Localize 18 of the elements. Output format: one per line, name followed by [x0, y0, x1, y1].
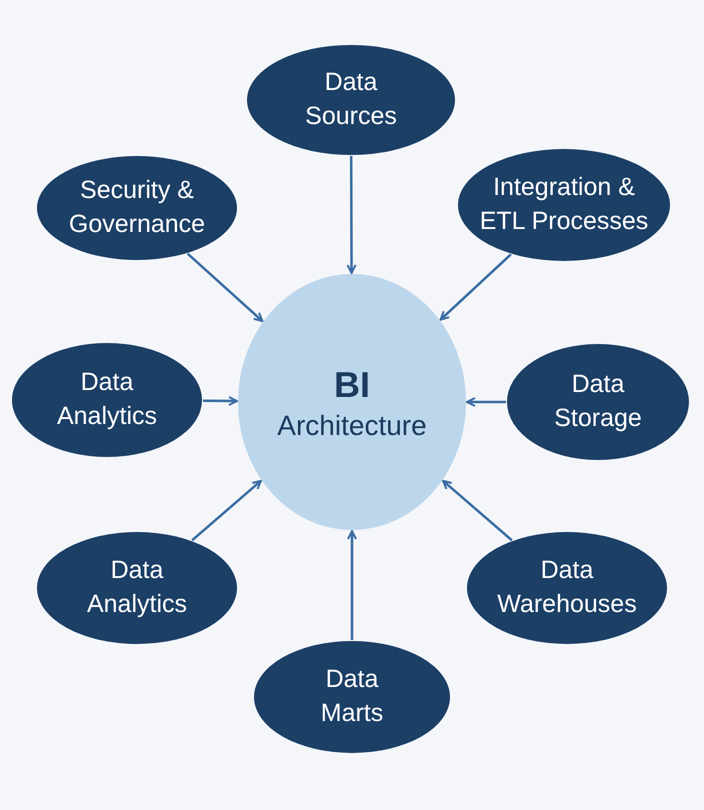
- node-label: Security & Governance: [68, 175, 206, 240]
- arrow: [442, 480, 513, 542]
- node-label: Data Analytics: [86, 555, 188, 620]
- node-label: Integration & ETL Processes: [478, 172, 650, 237]
- node-label: Data Sources: [304, 67, 398, 132]
- arrow: [466, 397, 506, 407]
- node-label: Data Analytics: [56, 367, 158, 432]
- arrow: [440, 253, 512, 321]
- arrow: [186, 252, 264, 322]
- arrow: [346, 156, 357, 274]
- arrow: [191, 480, 262, 542]
- node-label: BI: [334, 362, 370, 407]
- node-label: Architecture: [277, 408, 427, 442]
- arrow: [202, 396, 238, 406]
- node-label: Data Warehouses: [496, 555, 638, 620]
- arrow: [347, 530, 357, 640]
- node-label: Data Marts: [320, 664, 384, 729]
- node-label: Data Storage: [553, 369, 643, 434]
